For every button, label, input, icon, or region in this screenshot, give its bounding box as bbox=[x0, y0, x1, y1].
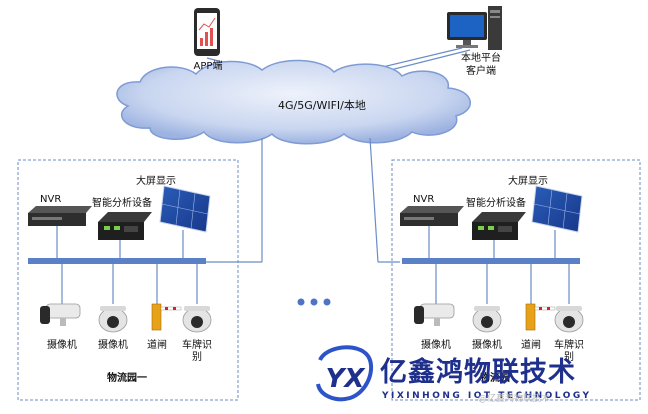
gate-label-1: 道闸 bbox=[147, 340, 167, 351]
brand-logo: YX bbox=[315, 345, 375, 406]
barrier-gate-1 bbox=[151, 303, 182, 331]
analyzer-label-2: 智能分析设备 bbox=[466, 198, 526, 209]
park-box-1 bbox=[17, 159, 239, 401]
screen-panel-2 bbox=[531, 185, 583, 233]
plate-label-1b: 别 bbox=[192, 352, 202, 363]
plate-label-1a: 车牌识 bbox=[182, 340, 212, 351]
platform-label-line1: 本地平台 bbox=[461, 53, 501, 64]
park1-label: 物流园一 bbox=[107, 373, 147, 384]
gate-label-2: 道闸 bbox=[521, 340, 541, 351]
dome-label-1: 摄像机 bbox=[98, 340, 128, 351]
screen-label-2: 大屏显示 bbox=[508, 176, 548, 187]
park2-label: 物流园 bbox=[480, 373, 510, 384]
cloud-label: 4G/5G/WIFI/本地 bbox=[278, 99, 366, 112]
screen-label-1: 大屏显示 bbox=[136, 176, 176, 187]
logo-letters: YX bbox=[326, 364, 367, 394]
lpr-camera-1 bbox=[182, 306, 212, 333]
barrier-gate-2 bbox=[525, 303, 556, 331]
bullet-camera-1 bbox=[40, 303, 81, 326]
phone-icon bbox=[194, 8, 220, 56]
dome-camera-1 bbox=[98, 306, 128, 333]
lpr-camera-2 bbox=[554, 306, 584, 333]
analyzer-device-1 bbox=[98, 212, 152, 240]
brand-name: 亿鑫鸿物联技术 bbox=[380, 357, 576, 388]
watermark: @亿鑫鸿物联技术 bbox=[478, 394, 551, 404]
analyzer-label-1: 智能分析设备 bbox=[92, 198, 152, 209]
screen-panel-1 bbox=[159, 185, 211, 233]
app-label: APP端 bbox=[193, 61, 223, 72]
brand-subtitle: YIXINHONG IOT TECHNOLOGY bbox=[382, 391, 592, 401]
plate-label-2a: 车牌识 bbox=[554, 340, 584, 351]
nvr-device-1 bbox=[28, 206, 92, 226]
nvr-label-1: NVR bbox=[40, 194, 62, 205]
desktop-computer-icon bbox=[447, 6, 502, 50]
camera-label-2: 摄像机 bbox=[421, 340, 451, 351]
nvr-label-2: NVR bbox=[413, 194, 435, 205]
nvr-device-2 bbox=[400, 206, 464, 226]
cloud-link-right bbox=[369, 137, 379, 263]
platform-label-line2: 客户端 bbox=[466, 66, 496, 77]
dome-label-2: 摄像机 bbox=[472, 340, 502, 351]
plate-label-2b: 别 bbox=[564, 352, 574, 363]
bus-2 bbox=[402, 258, 580, 264]
network-cloud bbox=[116, 59, 472, 145]
dome-camera-2 bbox=[472, 306, 502, 333]
analyzer-device-2 bbox=[472, 212, 526, 240]
camera-label-1: 摄像机 bbox=[47, 340, 77, 351]
ellipsis-dots bbox=[297, 298, 331, 306]
park-box-2 bbox=[391, 159, 641, 401]
bullet-camera-2 bbox=[414, 303, 455, 326]
bus-1 bbox=[28, 258, 206, 264]
